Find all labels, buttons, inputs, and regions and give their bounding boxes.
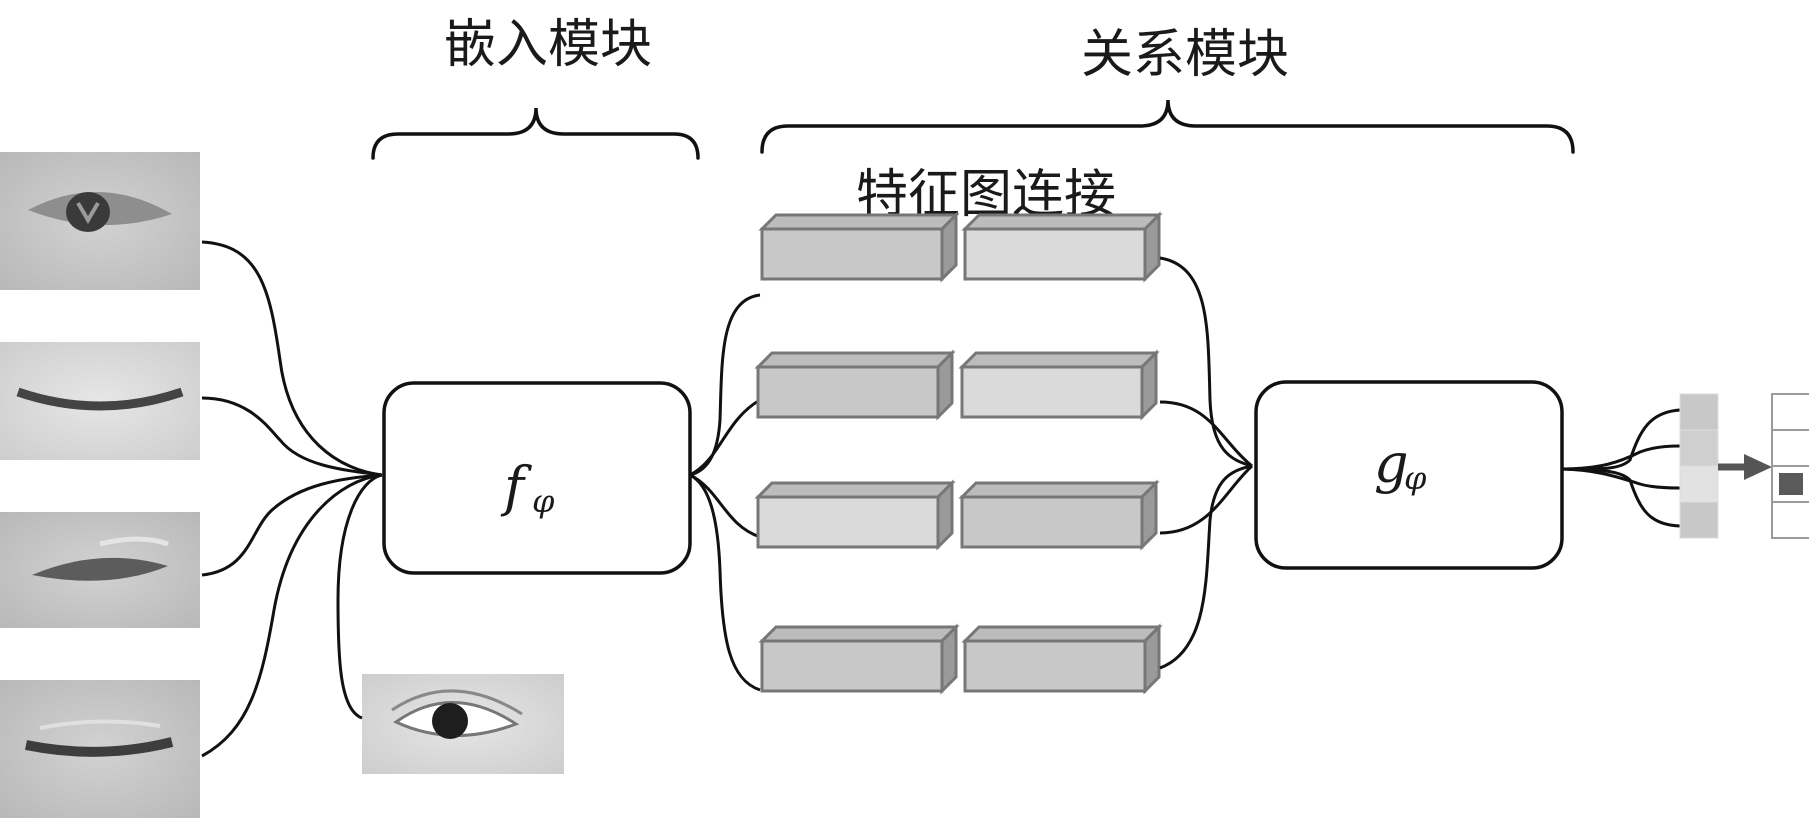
relation-score-cell-2: [1679, 429, 1719, 467]
feature-map-pairs: [754, 211, 1163, 695]
input-wires: [201, 240, 383, 758]
support-image-1: [0, 152, 200, 290]
feature-map-3-right: [958, 479, 1160, 551]
support-image-2: [0, 342, 200, 460]
output-cell-4: [1771, 501, 1809, 539]
relation-score-cell-1: [1679, 393, 1719, 431]
relation-score-column: [1679, 393, 1719, 539]
feature-map-1-right: [961, 211, 1163, 283]
relation-module-label: 关系模块: [1081, 25, 1289, 85]
feature-map-2-right: [958, 349, 1160, 421]
feature-map-2-left: [754, 349, 956, 421]
feature-map-4-left: [758, 623, 960, 695]
output-cell-1: [1771, 393, 1809, 431]
output-cell-2: [1771, 429, 1809, 467]
relation-to-score-wires: [1561, 408, 1681, 528]
feature-map-3-left: [754, 479, 956, 551]
feature-map-1-left: [758, 211, 960, 283]
output-cell-3-selected-mark: [1779, 473, 1803, 495]
features-to-relation-wires: [1159, 256, 1253, 670]
embedding-function-subscript: φ: [532, 482, 555, 520]
query-image: [362, 674, 564, 774]
embedding-module-label: 嵌入模块: [444, 15, 652, 75]
support-image-3: [0, 512, 200, 628]
relation-function-box: g φ: [1254, 380, 1564, 570]
one-hot-output-column: [1771, 393, 1809, 539]
relation-function-subscript: φ: [1404, 459, 1427, 497]
relation-module-bracket: [760, 99, 1575, 154]
support-image-4: [0, 680, 200, 818]
embedding-module-bracket: [371, 107, 700, 160]
embedding-to-features-wires: [689, 293, 761, 692]
output-arrow: [1718, 454, 1772, 480]
embedding-function-box: f φ: [382, 381, 692, 575]
relation-score-cell-4: [1679, 501, 1719, 539]
relation-score-cell-3: [1679, 465, 1719, 503]
feature-map-4-right: [961, 623, 1163, 695]
relation-function-symbol: g: [1374, 432, 1409, 495]
